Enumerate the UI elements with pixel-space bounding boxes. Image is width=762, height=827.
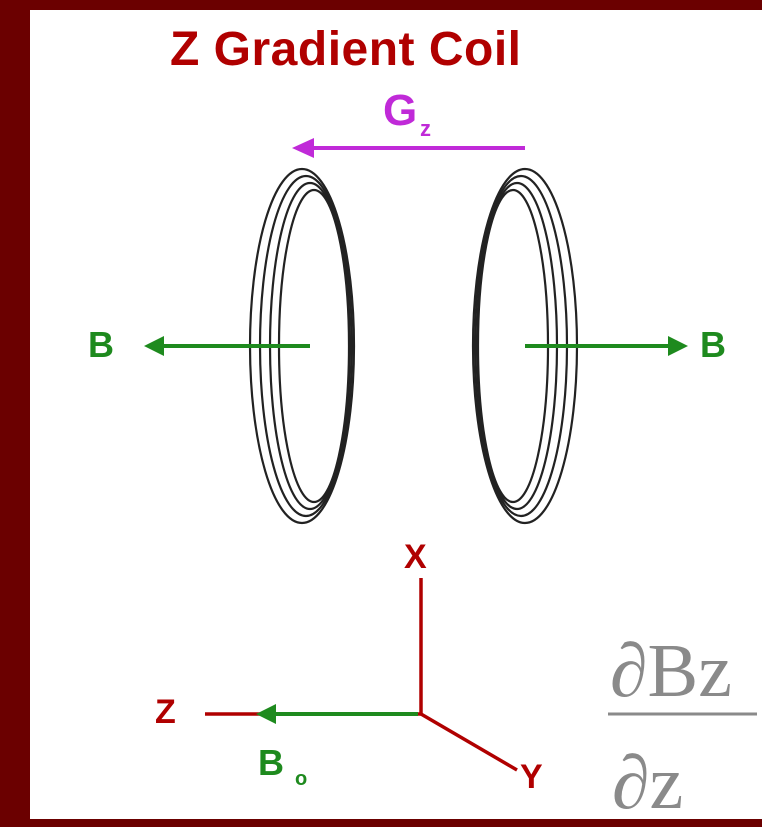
formula-numerator: ∂Bz <box>610 629 732 713</box>
formula-denominator: ∂z <box>612 741 684 825</box>
z-axis-label: Z <box>155 693 176 731</box>
gradient-arrow <box>292 138 525 158</box>
y-axis-label: Y <box>520 758 543 796</box>
axis-lines <box>205 578 518 772</box>
right-field-arrow <box>525 336 688 356</box>
left-field-label: B <box>88 324 114 365</box>
x-axis-label: X <box>404 538 427 576</box>
gradient-subscript: z <box>420 116 431 141</box>
gradient-label: G <box>383 86 418 135</box>
y-axis-line <box>420 712 518 772</box>
left-field-arrow <box>144 336 310 356</box>
main-field-subscript: o <box>295 768 308 790</box>
diagram-title: Z Gradient Coil <box>170 23 522 76</box>
right-field-label: B <box>700 324 726 365</box>
left-coil <box>248 167 356 525</box>
slide-panel <box>30 10 762 819</box>
main-field-arrow <box>256 704 418 724</box>
main-field-label: B <box>258 742 284 783</box>
